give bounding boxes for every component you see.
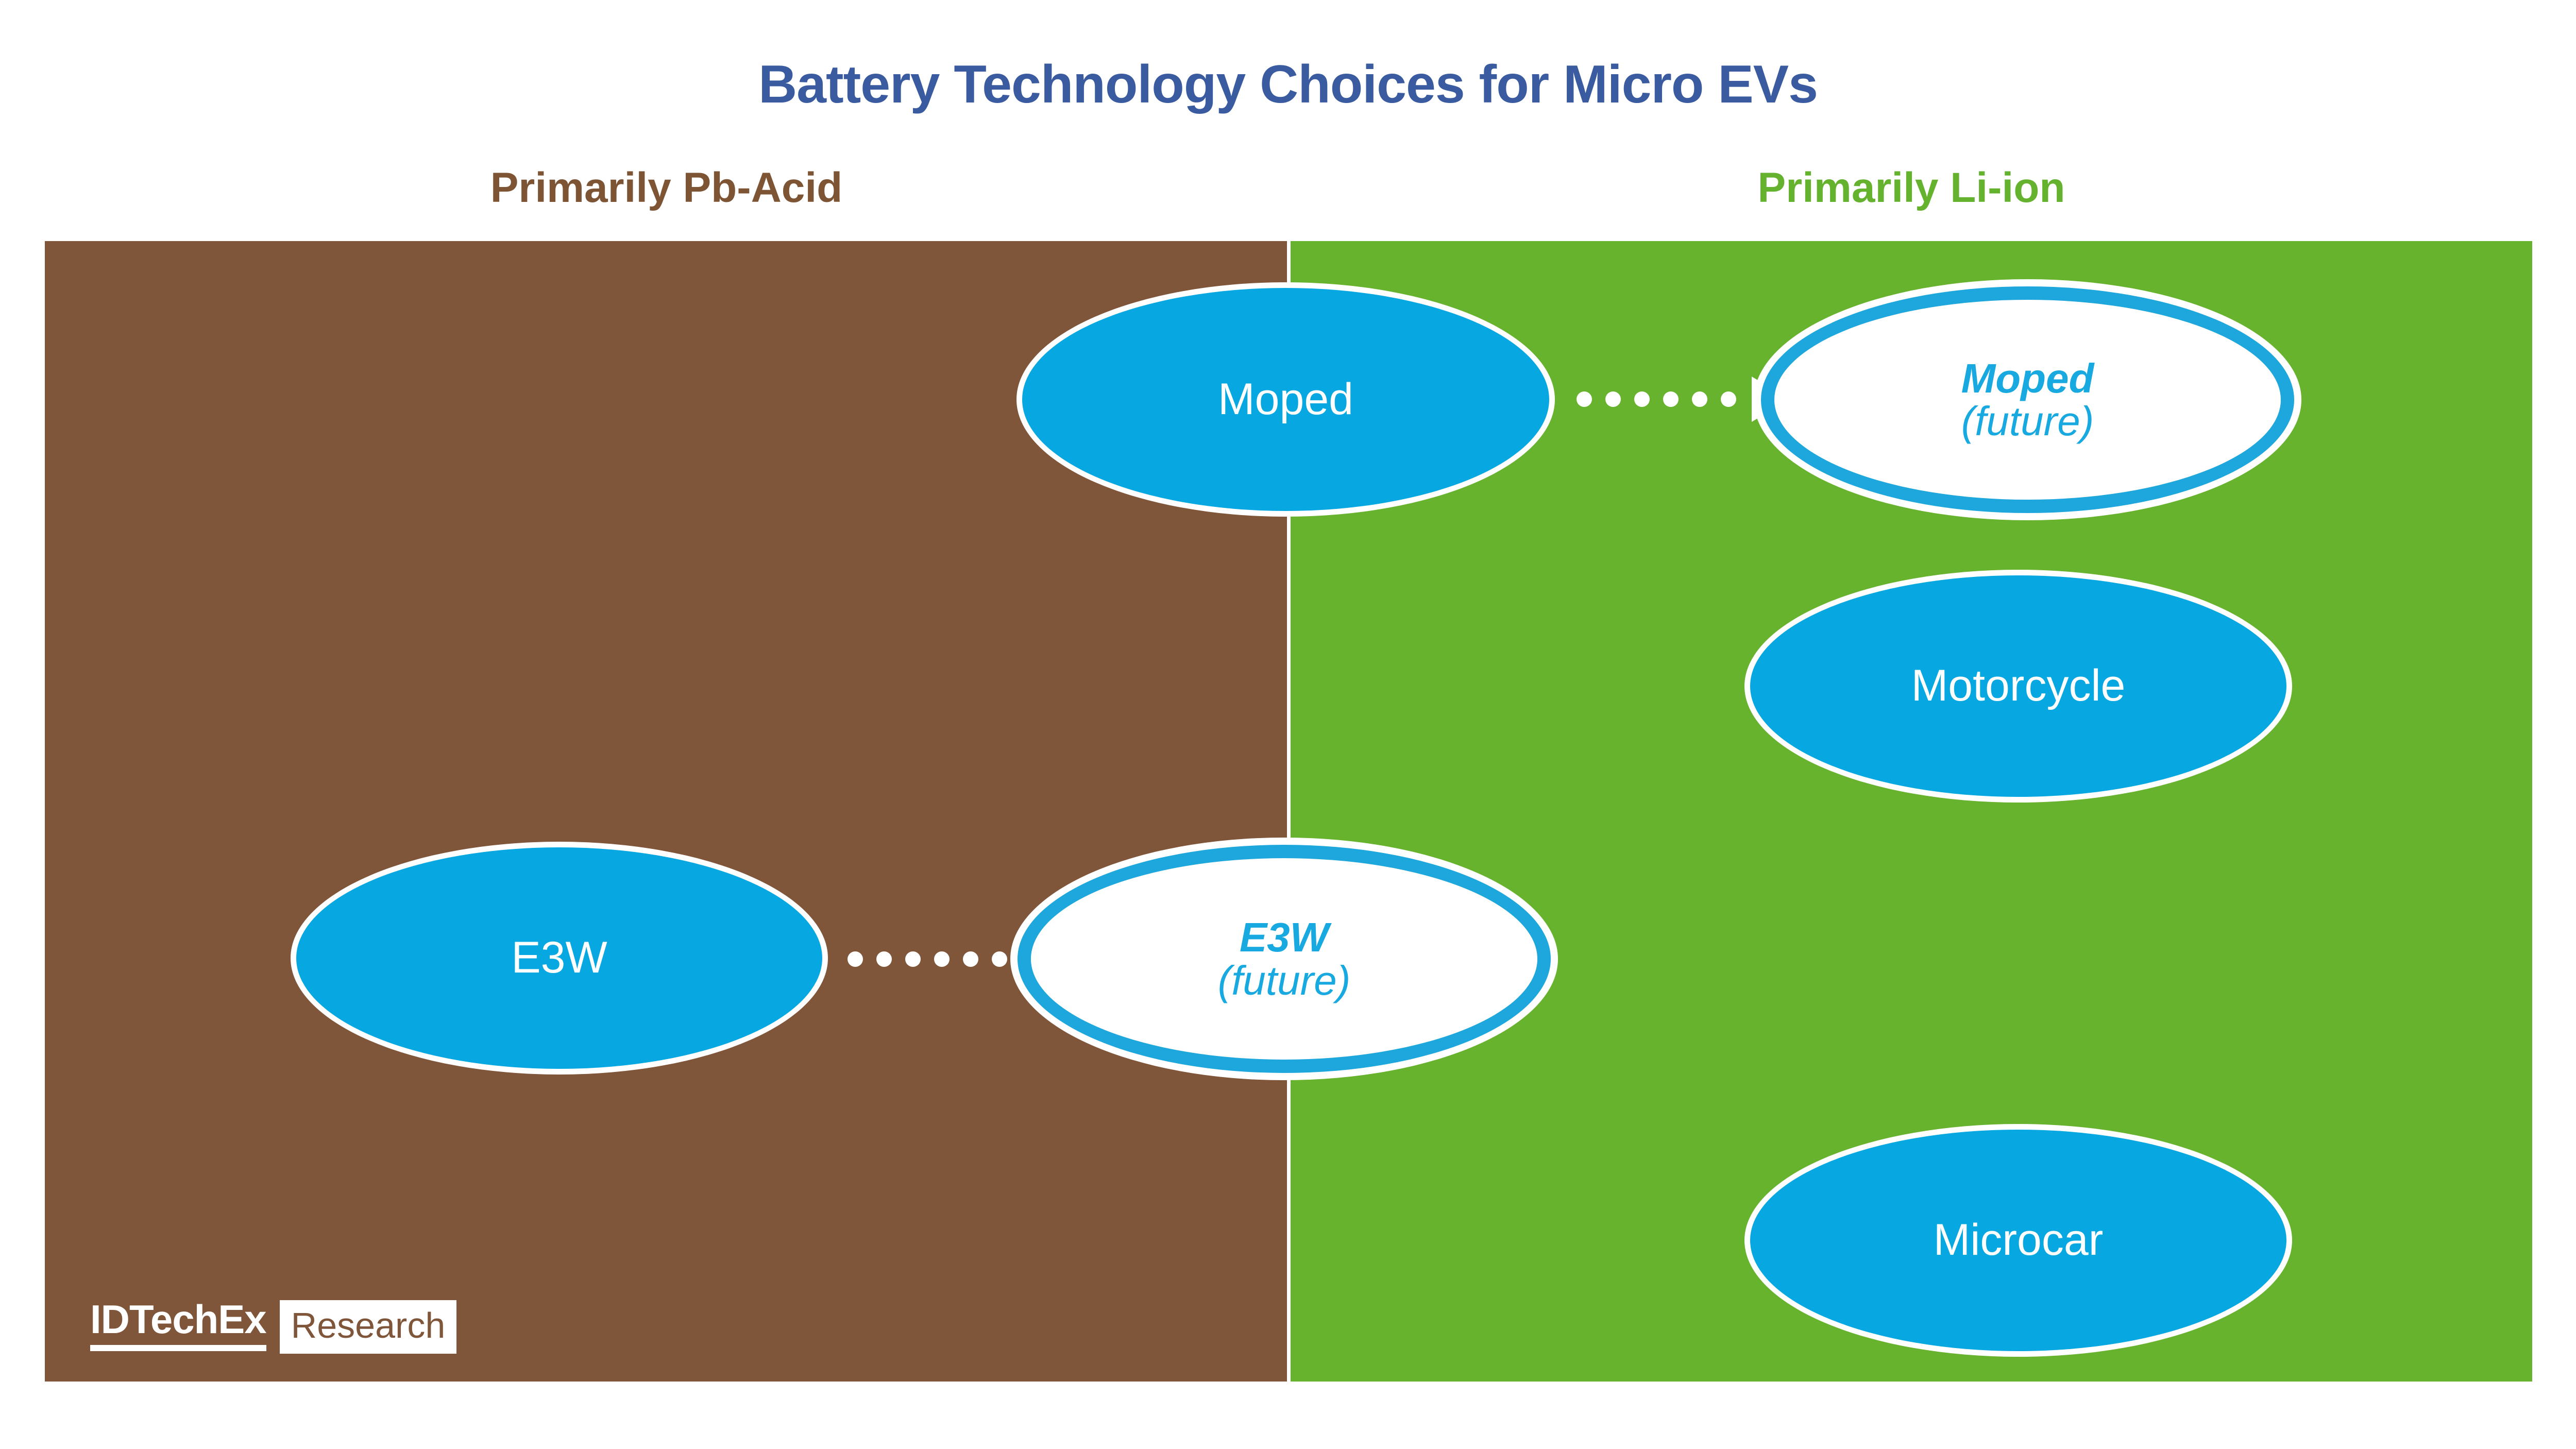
node-e3w-future-label: E3W [1239,914,1329,961]
arrow-dot [848,951,863,967]
logo-brand-text: IDTechEx [90,1297,267,1342]
arrow-dot [1634,391,1650,407]
logo-underline [90,1344,266,1351]
logo-research-badge: Research [279,1300,457,1354]
arrow-dot [934,951,950,967]
idtechex-research-logo: IDTechEx Research [90,1297,457,1354]
node-moped[interactable]: Moped [1016,282,1555,517]
arrow-dot [905,951,921,967]
arrow-dot [1577,391,1592,407]
node-e3w-future[interactable]: E3W (future) [1018,845,1551,1073]
column-header-pb-acid: Primarily Pb-Acid [490,164,843,211]
node-moped-label: Moped [1218,374,1353,424]
node-e3w-label: E3W [511,933,607,983]
arrow-dot [963,951,978,967]
arrow-moped-to-moped-future [1577,377,1790,422]
node-moped-future-sublabel: (future) [1961,398,2094,444]
arrow-dot [992,951,1007,967]
page-title: Battery Technology Choices for Micro EVs [758,55,1818,114]
node-e3w[interactable]: E3W [291,842,828,1075]
arrow-dot [1605,391,1621,407]
node-moped-future[interactable]: Moped (future) [1761,286,2294,513]
arrow-dot [1721,391,1736,407]
logo-brand: IDTechEx [90,1297,280,1354]
node-microcar[interactable]: Microcar [1744,1124,2292,1357]
node-e3w-future-sublabel: (future) [1217,957,1351,1003]
node-moped-future-label: Moped [1961,355,2094,401]
node-motorcycle-label: Motorcycle [1911,661,2126,711]
arrow-dot [1663,391,1679,407]
node-motorcycle[interactable]: Motorcycle [1744,570,2292,803]
arrow-dot [876,951,892,967]
node-microcar-label: Microcar [1933,1215,2104,1265]
arrow-dot [1692,391,1707,407]
column-header-li-ion: Primarily Li-ion [1757,164,2065,211]
